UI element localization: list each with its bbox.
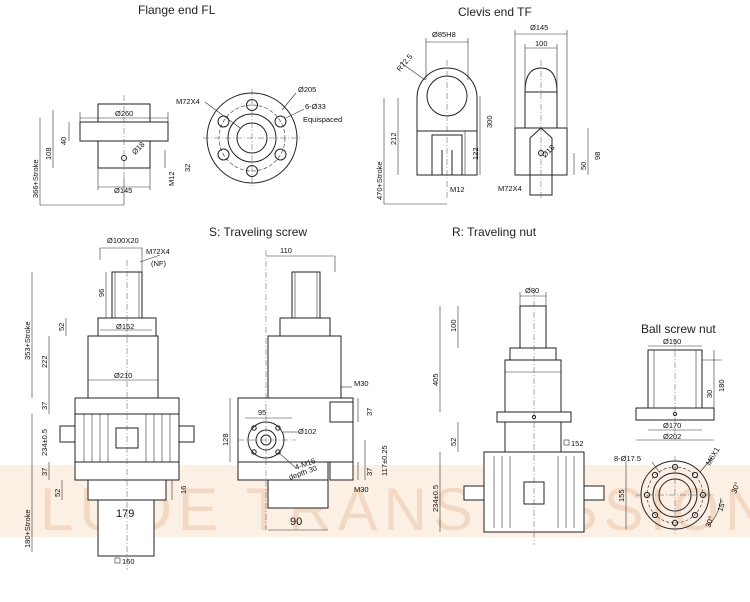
screw-m30a: M30: [354, 379, 369, 388]
screw-h37c: 37: [365, 408, 374, 416]
screw-h37d: 37: [365, 468, 374, 476]
screw-w95: 95: [258, 408, 266, 417]
screw-d152: Ø152: [116, 322, 134, 331]
flange-equispaced: Equispaced: [303, 115, 342, 124]
screw-d102: Ø102: [298, 427, 316, 436]
screw-d100: Ø100X20: [107, 236, 139, 245]
bsn-d170: Ø170: [663, 421, 681, 430]
bsn-a30: 30°: [703, 515, 715, 529]
flange-h32: 32: [183, 164, 192, 172]
clevis-m12: M12: [450, 185, 465, 194]
screw-d210: Ø210: [114, 371, 132, 380]
flange-stroke366: 366+Stroke: [31, 159, 40, 198]
screw-m30b: M30: [354, 485, 369, 494]
bsn-d202: Ø202: [663, 432, 681, 441]
screw-h128: 128: [221, 433, 230, 446]
bsn-h155: 155: [617, 489, 626, 502]
clevis-m72: M72X4: [498, 184, 522, 193]
screw-stroke353: 353+Stroke: [23, 321, 32, 360]
screw-h117: 117±0.25: [380, 445, 389, 476]
screw-w90: 90: [290, 516, 302, 528]
bsn-h180: 180: [717, 379, 726, 392]
flange-m12: M12: [167, 171, 176, 186]
clevis-h300: 300: [485, 115, 494, 128]
title-traveling-screw: S: Traveling screw: [209, 225, 307, 239]
flange-d145: Ø145: [114, 186, 132, 195]
bsn-h30: 30: [705, 390, 714, 398]
flange-holes: 6-Ø33: [305, 102, 326, 111]
screw-h37b: 37: [40, 468, 49, 476]
bsn-a30b: 30°: [729, 481, 741, 495]
screw-h16: 16: [179, 486, 188, 494]
screw-nf: (NF): [151, 259, 166, 268]
screw-w179: 179: [116, 508, 134, 520]
clevis-w100: 100: [535, 39, 548, 48]
flange-d205: Ø205: [298, 85, 316, 94]
clevis-d145: Ø145: [530, 23, 548, 32]
nut-h52: 52: [449, 438, 458, 446]
nut-d80: Ø80: [525, 286, 539, 295]
screw-h52b: 52: [53, 489, 62, 497]
flange-m72: M72X4: [176, 97, 200, 106]
screw-h37a: 37: [40, 402, 49, 410]
screw-h234: 234±0.5: [40, 429, 49, 456]
clevis-front-view: [383, 38, 481, 205]
clevis-h212: 212: [389, 132, 398, 145]
title-traveling-nut: R: Traveling nut: [452, 225, 537, 239]
clevis-stroke470: 470+Stroke: [375, 161, 384, 200]
title-ball-screw-nut: Ball screw nut: [641, 322, 716, 336]
clevis-d85: Ø85H8: [432, 30, 456, 39]
screw-w110: 110: [280, 246, 292, 255]
clevis-h98: 98: [593, 152, 602, 160]
clevis-h50: 50: [579, 162, 588, 170]
bsn-d150: Ø150: [663, 337, 681, 346]
screw-front-view: [31, 247, 195, 570]
screw-h222: 222: [40, 355, 49, 368]
flange-front-view: [203, 89, 305, 187]
nut-h405: 405: [431, 373, 440, 386]
ball-screw-nut-front: [625, 456, 722, 534]
flange-d260: Ø260: [115, 109, 133, 118]
bsn-a15: 15°: [715, 499, 727, 513]
screw-side-view: [229, 250, 366, 531]
nut-h234: 234±0.5: [431, 485, 440, 512]
nut-front-view: [439, 290, 605, 545]
ball-screw-nut-side: [635, 340, 722, 441]
clevis-h122: 122: [471, 147, 480, 160]
title-flange-end: Flange end FL: [138, 3, 216, 17]
screw-sq160: 160: [122, 557, 135, 566]
bsn-m6: M6X1: [704, 446, 722, 467]
flange-side-view: [39, 95, 169, 206]
nut-sq152: 152: [571, 439, 584, 448]
screw-stroke180: 180+Stroke: [23, 509, 32, 548]
flange-h108: 108: [44, 147, 53, 160]
flange-h40: 40: [59, 137, 68, 145]
screw-h52: 52: [57, 323, 66, 331]
bsn-holes: 8-Ø17.5: [614, 454, 641, 463]
screw-h96: 96: [97, 289, 106, 297]
screw-m72: M72X4: [146, 247, 170, 256]
title-clevis-end: Clevis end TF: [458, 5, 532, 19]
nut-h100: 100: [449, 319, 458, 332]
clevis-side-view: [514, 30, 589, 200]
